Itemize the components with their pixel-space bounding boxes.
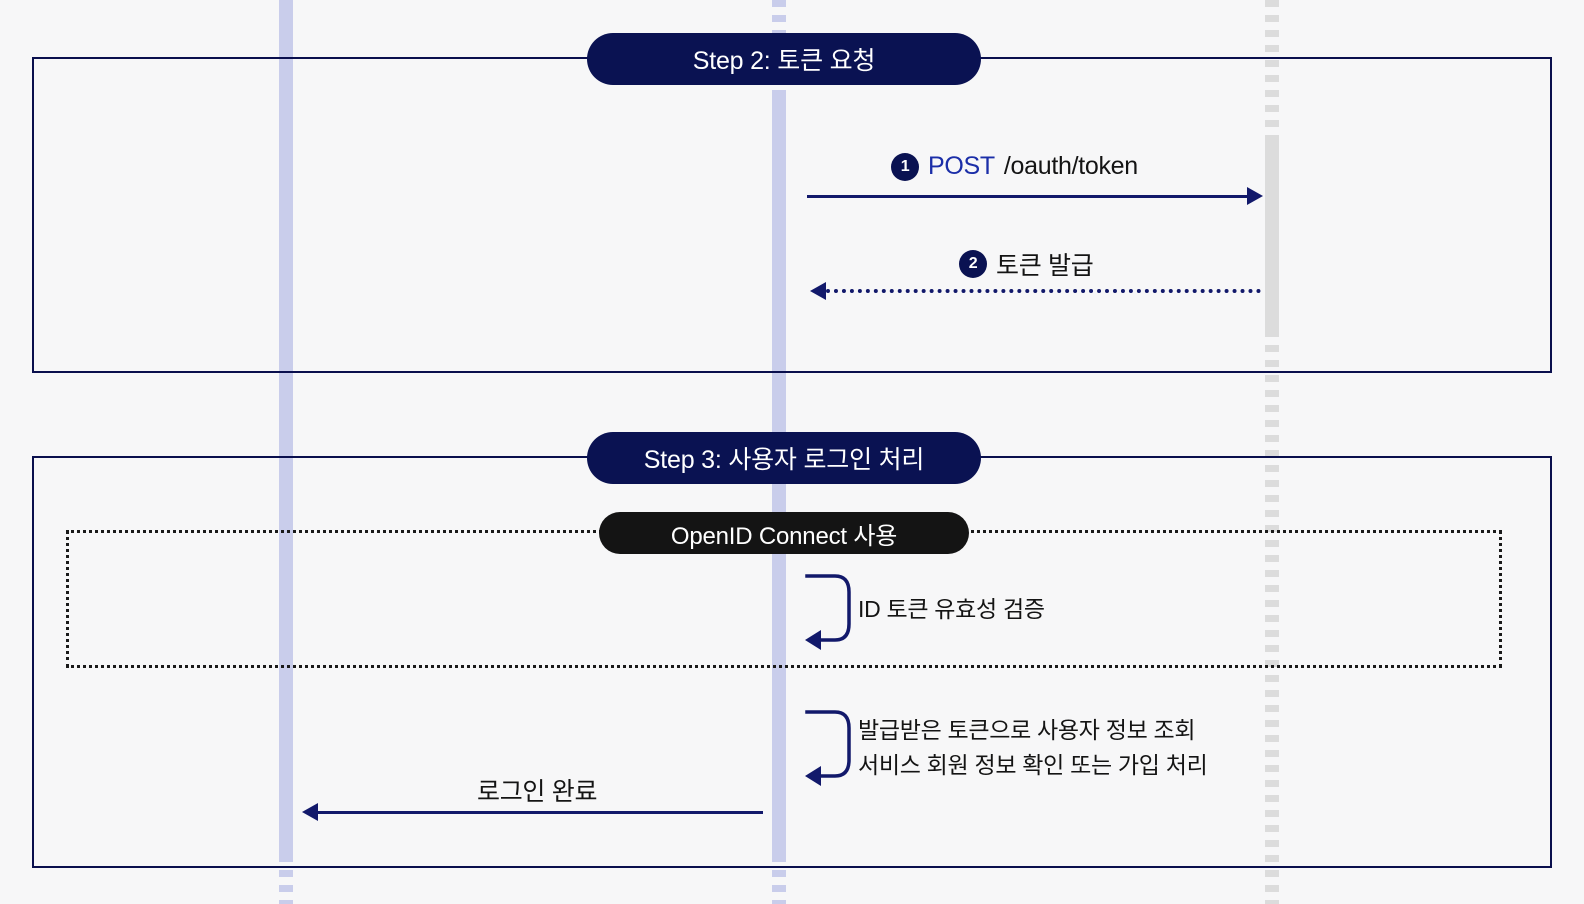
frame-title-step2: Step 2: 토큰 요청 bbox=[587, 33, 981, 85]
fragment-title: OpenID Connect 사용 bbox=[599, 512, 969, 554]
message-badge-1: 1 bbox=[891, 152, 919, 181]
message-arrowhead-1 bbox=[1247, 187, 1263, 205]
message-label-1: 1 POST /oauth/token bbox=[891, 152, 1138, 181]
message-verb-1: POST bbox=[928, 152, 995, 180]
message-path-2: 토큰 발급 bbox=[996, 252, 1094, 280]
activation-idp bbox=[1265, 140, 1279, 330]
self-call-loop-1 bbox=[803, 572, 863, 650]
self-call-text-1: ID 토큰 유효성 검증 bbox=[858, 596, 1045, 622]
message-label-2: 2 토큰 발급 bbox=[959, 246, 1094, 282]
self-call-text-2-line2: 서비스 회원 정보 확인 또는 가입 처리 bbox=[858, 752, 1208, 778]
message-path-1: /oauth/token bbox=[1003, 152, 1138, 180]
message-line-2 bbox=[826, 289, 1261, 293]
self-call-loop-2 bbox=[803, 708, 863, 786]
message-label-3: 로그인 완료 bbox=[477, 772, 597, 808]
message-line-1 bbox=[807, 195, 1247, 198]
message-badge-2: 2 bbox=[959, 250, 987, 278]
message-line-3 bbox=[318, 811, 763, 814]
message-arrowhead-2 bbox=[810, 282, 826, 300]
activation-client bbox=[279, 0, 293, 860]
frame-title-step3: Step 3: 사용자 로그인 처리 bbox=[587, 432, 981, 484]
message-arrowhead-3 bbox=[302, 803, 318, 821]
self-call-text-2-line1: 발급받은 토큰으로 사용자 정보 조회 bbox=[858, 717, 1196, 743]
message-path-3: 로그인 완료 bbox=[477, 778, 598, 806]
frame-step2 bbox=[32, 57, 1552, 373]
